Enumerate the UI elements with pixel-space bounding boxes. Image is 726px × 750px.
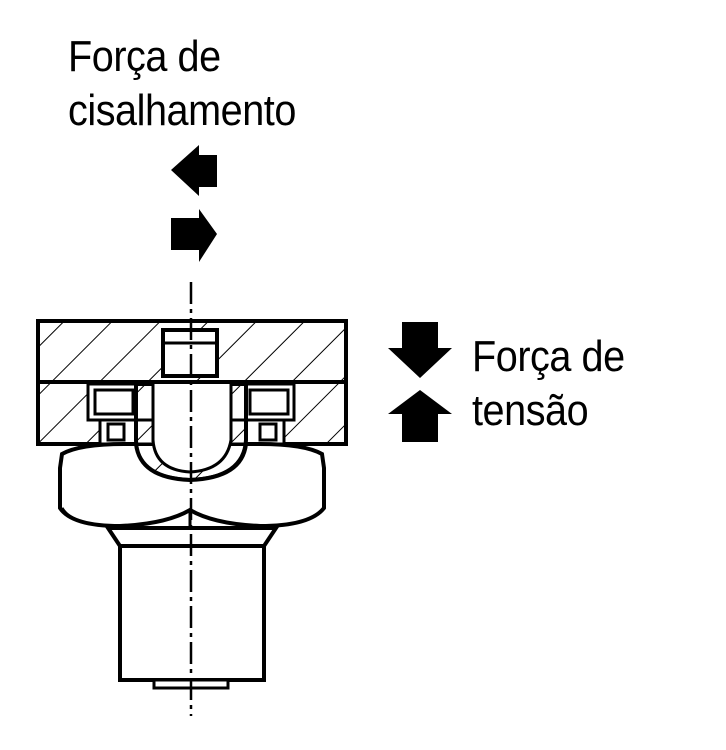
shear-label-line-1: Força de (68, 32, 221, 81)
shear-force-label: Força de cisalhamento (68, 30, 296, 138)
shear-label-line-2: cisalhamento (68, 86, 296, 135)
arrow-left-icon (171, 145, 217, 196)
tension-force-label: Força de tensão (472, 330, 625, 438)
hex-nut (58, 442, 326, 529)
tension-label-line-2: tensão (472, 386, 589, 435)
arrow-right-icon (171, 209, 217, 262)
arrow-down-icon (388, 322, 452, 378)
tension-label-line-1: Força de (472, 332, 625, 381)
arrow-up-icon (388, 390, 452, 442)
